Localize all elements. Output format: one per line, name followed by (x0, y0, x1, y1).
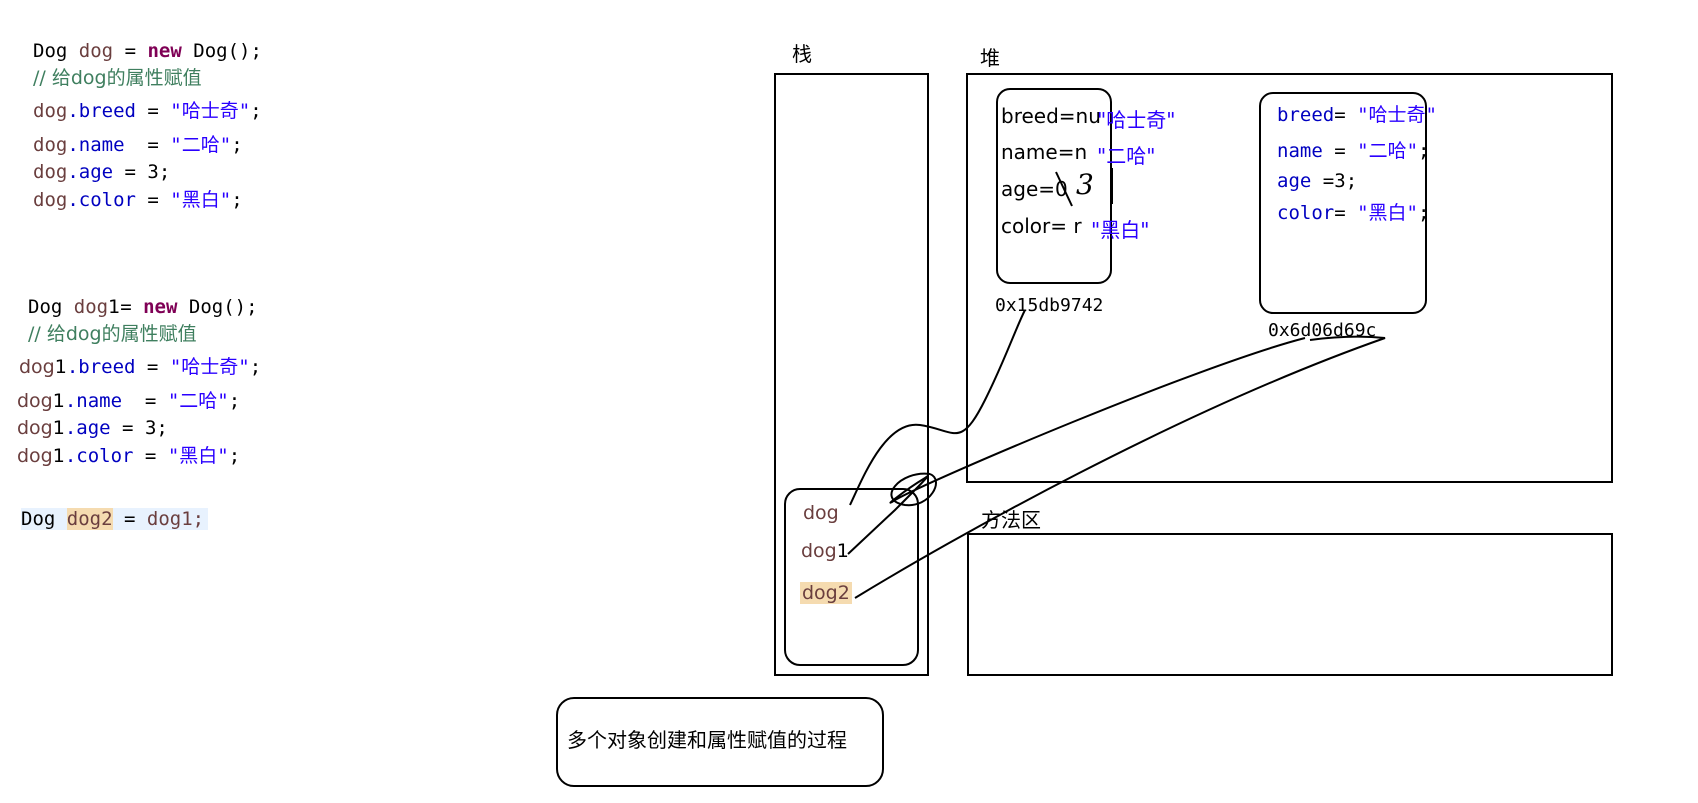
caption-box (556, 697, 884, 787)
obj1-age-value: 3 (1076, 168, 1094, 201)
code-line-dog1-breed: dog1.breed = "哈士奇"; (19, 356, 262, 378)
obj1-name-value: "二哈" (1097, 144, 1156, 168)
code-line-breed: dog.breed = "哈士奇"; (33, 100, 262, 122)
stack-var-dog1: dog1 (801, 540, 849, 562)
ref-line-dog2-to-object2 (854, 335, 1386, 599)
obj1-color-value: "黑白" (1091, 218, 1150, 242)
code-line-dog1-decl: Dog dog1= new Dog(); (28, 296, 258, 318)
code-line-dog-decl: Dog dog = new Dog(); (33, 40, 262, 62)
obj1-breed-value: "哈士奇" (1097, 108, 1176, 132)
ref-line-dog-to-object1 (849, 309, 1026, 506)
obj2-name-line: name = "二哈"; (1277, 140, 1430, 162)
code-line-color: dog.color = "黑白"; (33, 189, 243, 211)
heap-region (966, 73, 1613, 483)
ref-line-dog1-to-object2 (847, 337, 1306, 555)
stack-frame (784, 488, 919, 666)
code-line-dog1-name: dog1.name = "二哈"; (17, 390, 241, 412)
obj1-breed-default: breed=nu (1001, 104, 1101, 128)
code-line-age: dog.age = 3; (33, 161, 171, 183)
code-line-dog1-color: dog1.color = "黑白"; (17, 445, 241, 467)
method-area-region (967, 533, 1613, 676)
obj1-color-default: color= r (1001, 214, 1082, 238)
obj1-age-default: age=0 (1001, 177, 1068, 201)
heap-object-2 (1259, 92, 1427, 314)
stack-var-dog: dog (803, 502, 839, 524)
code-comment: // 给dog的属性赋值 (33, 67, 202, 89)
stack-label: 栈 (792, 42, 812, 66)
code-line-dog2-decl: Dog dog2 = dog1; (21, 508, 209, 530)
obj2-breed-line: breed= "哈士奇" (1277, 104, 1437, 126)
code-comment-2: // 给dog的属性赋值 (28, 323, 197, 345)
heap-label: 堆 (980, 46, 1000, 70)
obj1-address: 0x15db9742 (995, 295, 1104, 316)
caption-text: 多个对象创建和属性赋值的过程 (567, 728, 847, 752)
stack-region (774, 73, 929, 676)
obj2-address: 0x6d06d69c (1268, 320, 1377, 341)
obj2-age-line: age =3; (1277, 170, 1358, 192)
age-strike-mark (1055, 171, 1073, 207)
obj2-color-line: color= "黑白"; (1277, 202, 1430, 224)
ref-loop-dog (890, 472, 937, 507)
obj1-name-default: name=n (1001, 140, 1088, 164)
code-line-name: dog.name = "二哈"; (33, 134, 243, 156)
code-line-dog1-age: dog1.age = 3; (17, 417, 168, 439)
stack-var-dog2: dog2 (800, 582, 852, 604)
